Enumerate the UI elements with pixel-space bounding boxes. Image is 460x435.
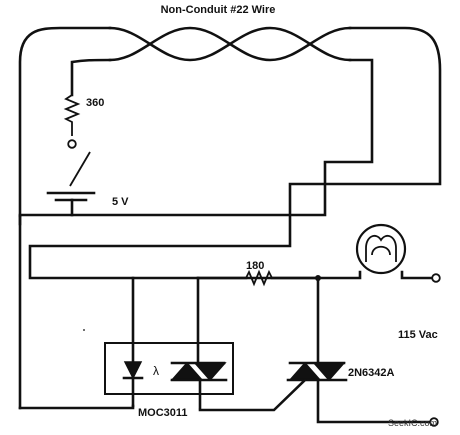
neutral-terminal-icon — [429, 417, 439, 427]
resistor-360-label: 360 — [86, 97, 104, 109]
resistor-180: 180 — [196, 260, 320, 287]
watermark: SeekIC.com — [388, 418, 437, 428]
lambda-symbol: λ — [153, 364, 159, 378]
twisted-pair-wire — [18, 26, 442, 410]
triac-2n6342a: 2N6342A — [198, 276, 432, 424]
resistor-360: 360 — [63, 94, 104, 149]
diagram-title: Non-Conduit #22 Wire — [161, 4, 276, 16]
optocoupler-moc3011: λ MOC3011 — [104, 276, 234, 419]
triac-label: 2N6342A — [348, 367, 395, 379]
optocoupler-label: MOC3011 — [138, 407, 188, 419]
resistor-180-label: 180 — [246, 260, 264, 272]
switch-terminal-icon — [67, 139, 77, 149]
lamp-feed-wire — [316, 270, 362, 280]
led-return-wire — [18, 404, 135, 410]
battery-5v: 5 V — [46, 191, 129, 217]
led-diode-icon — [123, 361, 143, 380]
optocoupler-outline — [104, 342, 234, 395]
lamp-bulb-icon — [355, 223, 441, 283]
triac-return-wire — [316, 378, 432, 424]
speck-mark — [83, 329, 85, 331]
ac-supply-label: 115 Vac — [398, 329, 438, 341]
triac-gate-wire — [198, 378, 307, 412]
switch-lever-icon — [69, 151, 91, 187]
ac-terminal-icon — [431, 273, 441, 283]
battery-label: 5 V — [112, 196, 129, 208]
switch — [69, 151, 91, 187]
